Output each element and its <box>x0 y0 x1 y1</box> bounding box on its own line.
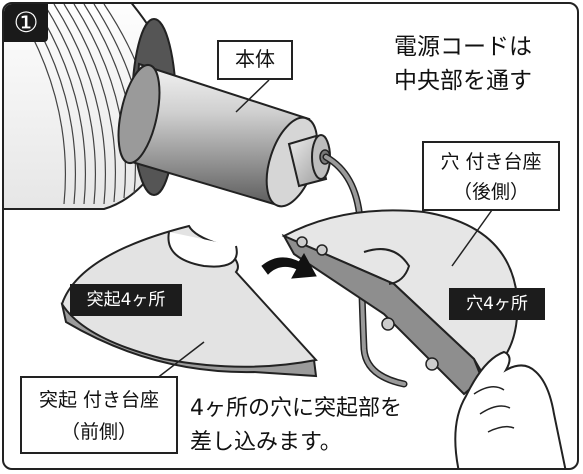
body-label: 本体 <box>217 40 293 80</box>
rear-base-label-line2: （後側） <box>452 181 529 203</box>
direction-arrow-icon <box>261 253 317 279</box>
front-base-label-line2: （前側） <box>60 421 137 443</box>
front-base-label-line1: 突起 付き台座 <box>38 389 160 411</box>
rear-base-label-line1: 穴 付き台座 <box>440 151 542 173</box>
cord-note: 電源コードは 中央部を通す <box>394 30 574 98</box>
cord-note-line2: 中央部を通す <box>394 68 532 94</box>
assembly-illustration <box>4 4 567 468</box>
hand-illustration <box>454 350 567 468</box>
illustration-frame: ① 本体 電源コードは 中央部を通す 穴 付き台座 （後側） 突起4ヶ所 穴4ヶ… <box>2 2 579 470</box>
front-base-label: 突起 付き台座 （前側） <box>20 376 178 454</box>
rear-base-label: 穴 付き台座 （後側） <box>422 141 560 211</box>
front-base-plate <box>60 224 318 378</box>
instruction-line1: 4ヶ所の穴に突起部を <box>190 396 402 421</box>
holes-label-text: 穴4ヶ所 <box>466 294 528 314</box>
body-leader-line <box>235 79 270 113</box>
protrusions-label-text: 突起4ヶ所 <box>86 290 166 310</box>
instruction-text: 4ヶ所の穴に突起部を 差し込みます。 <box>190 392 450 460</box>
protrusions-label: 突起4ヶ所 <box>70 284 182 316</box>
body-label-text: 本体 <box>235 47 275 71</box>
step-number-badge: ① <box>4 4 48 42</box>
holes-label: 穴4ヶ所 <box>449 288 545 320</box>
cord-note-line1: 電源コードは <box>394 34 532 60</box>
rear-base-leader-line <box>451 209 493 267</box>
instruction-line2: 差し込みます。 <box>190 430 342 455</box>
device-body-illustration <box>117 62 331 208</box>
